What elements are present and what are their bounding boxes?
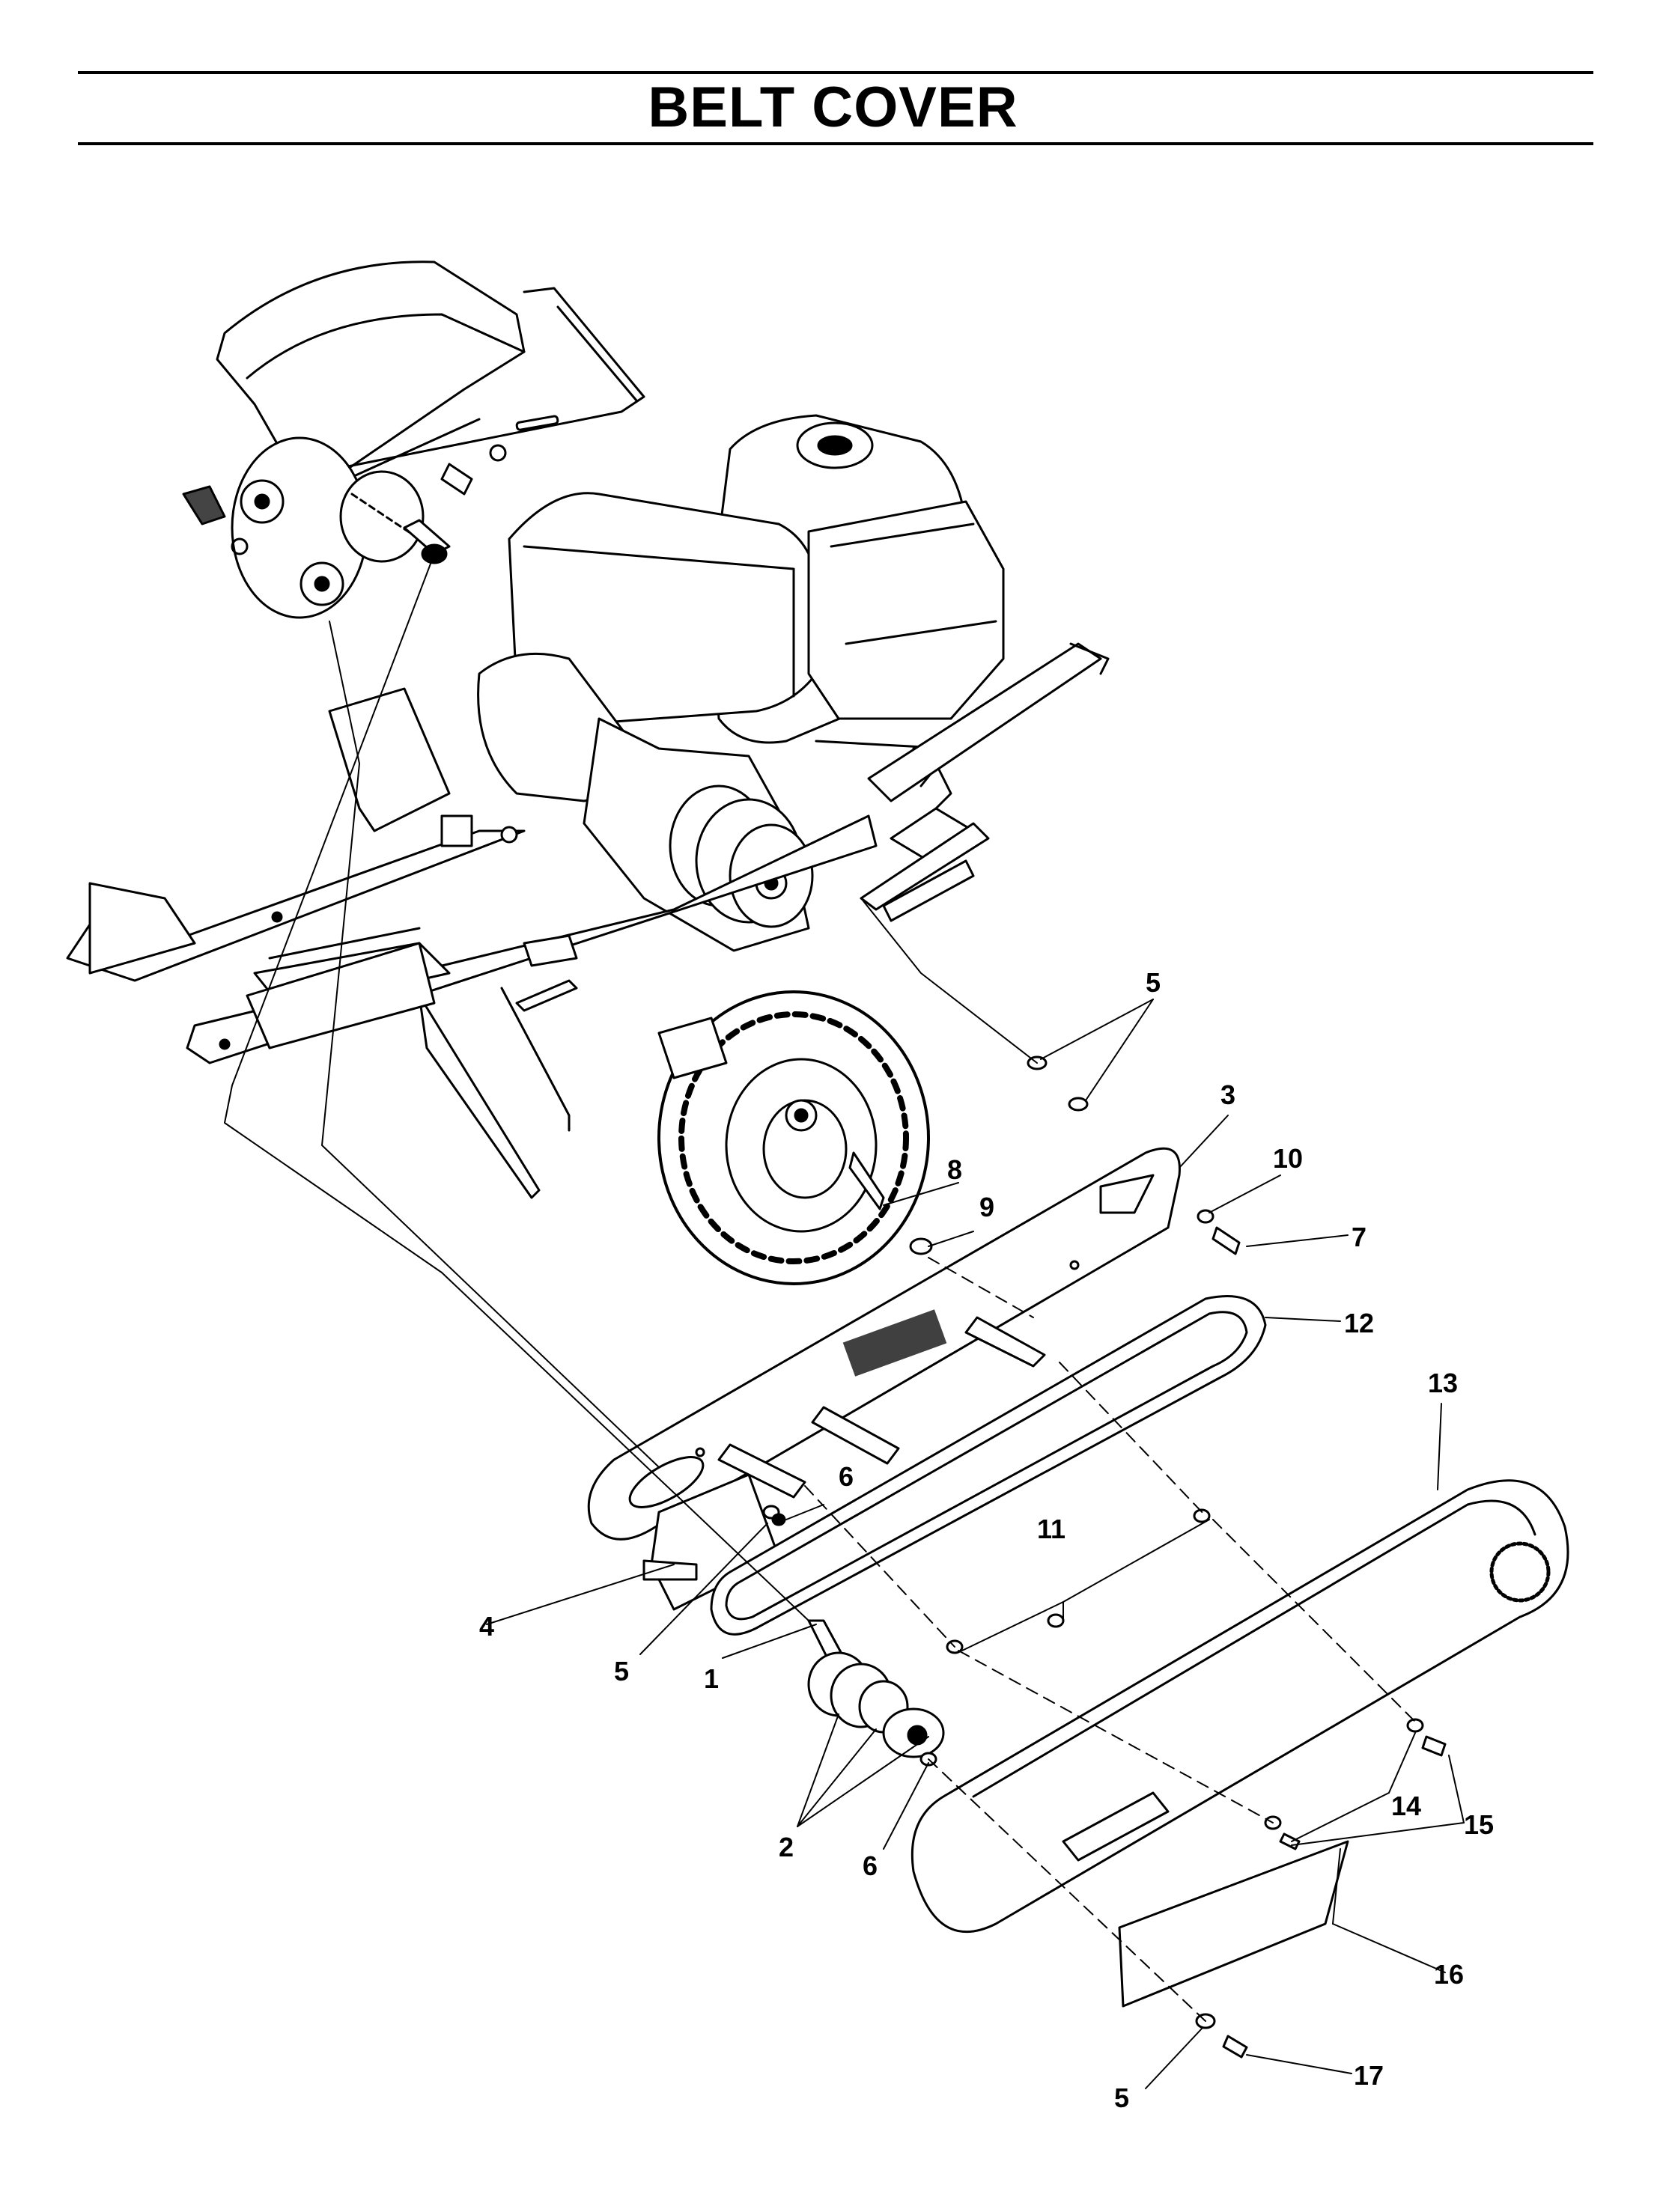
callout-5: 5 bbox=[1146, 967, 1161, 998]
callout-3: 3 bbox=[1220, 1079, 1235, 1110]
support-plates bbox=[246, 942, 578, 1199]
callouts: 5 3 10 8 9 7 12 13 6 11 4 5 1 14 15 2 6 … bbox=[479, 967, 1494, 2113]
callout-13: 13 bbox=[1428, 1368, 1458, 1398]
callout-5: 5 bbox=[614, 1656, 629, 1687]
machine-assembly bbox=[66, 260, 1110, 1285]
pulley-2 bbox=[807, 1651, 945, 1758]
callout-4: 4 bbox=[479, 1611, 494, 1642]
callout-12: 12 bbox=[1344, 1308, 1374, 1338]
callout-9: 9 bbox=[979, 1192, 994, 1222]
callout-6: 6 bbox=[839, 1461, 854, 1492]
callout-5: 5 bbox=[1114, 2082, 1129, 2113]
page-title: BELT COVER bbox=[648, 76, 1018, 139]
construction-lines bbox=[224, 553, 1038, 1621]
cutter-wheel bbox=[182, 436, 507, 619]
outer-cover-13 bbox=[910, 1479, 1569, 1934]
callout-17: 17 bbox=[1354, 2060, 1384, 2091]
callout-15: 15 bbox=[1464, 1809, 1494, 1840]
wheel bbox=[657, 990, 930, 1285]
title-underline bbox=[78, 142, 1593, 145]
inner-plate-3 bbox=[587, 1147, 1181, 1541]
callout-6: 6 bbox=[863, 1850, 878, 1881]
callout-16: 16 bbox=[1434, 1959, 1464, 1990]
callout-11: 11 bbox=[1037, 1514, 1065, 1544]
callout-10: 10 bbox=[1273, 1143, 1303, 1174]
callout-7: 7 bbox=[1352, 1222, 1366, 1252]
shield-16 bbox=[1118, 1840, 1349, 2008]
rods bbox=[717, 1151, 1046, 1667]
callout-1: 1 bbox=[704, 1663, 719, 1694]
alignment-lines bbox=[804, 1257, 1416, 2022]
leader-lines bbox=[486, 999, 1465, 2089]
belt-12 bbox=[710, 1295, 1267, 1636]
cutter-hood bbox=[216, 260, 645, 496]
top-rule bbox=[78, 71, 1593, 74]
callout-8: 8 bbox=[947, 1154, 962, 1185]
callout-2: 2 bbox=[779, 1832, 794, 1862]
vent-grille bbox=[842, 1309, 947, 1377]
exploded-parts bbox=[224, 553, 1569, 2089]
callout-14: 14 bbox=[1391, 1791, 1421, 1821]
handles bbox=[860, 822, 990, 922]
